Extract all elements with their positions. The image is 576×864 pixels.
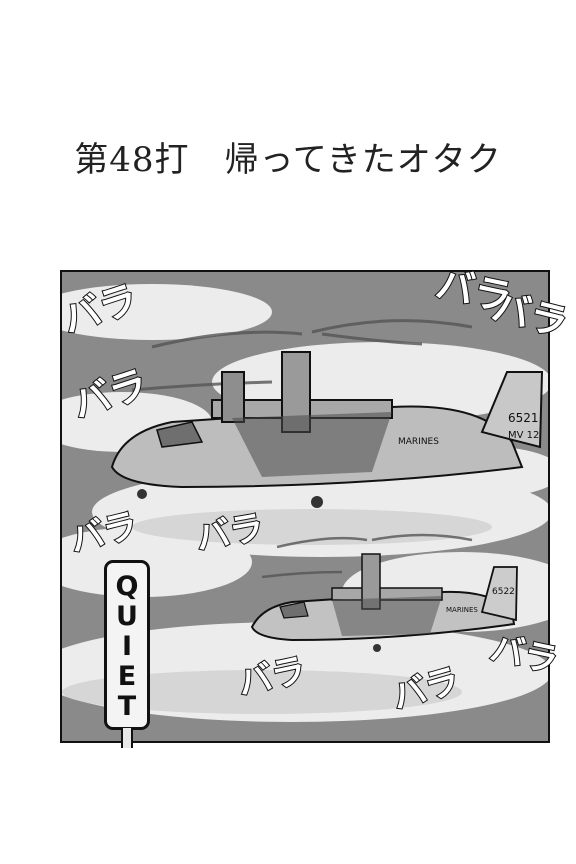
lead-aircraft: MARINES 6521 MV 12	[110, 319, 544, 508]
quiet-sign-board: Q U I E T	[104, 560, 150, 730]
second-aircraft: MARINES 6522	[250, 533, 518, 652]
lead-side-marking: MARINES	[398, 437, 439, 447]
sign-letter: U	[116, 601, 138, 632]
quiet-sign-post	[121, 728, 133, 748]
sign-letter: E	[117, 661, 137, 692]
lead-tail-code: MV 12	[508, 430, 539, 441]
cloud-shadows	[62, 509, 492, 714]
sign-letter: Q	[115, 571, 139, 602]
second-side-marking: MARINES	[446, 606, 478, 614]
lead-tail-number: 6521	[508, 411, 539, 425]
sign-letter: T	[117, 691, 137, 722]
chapter-title: 第48打 帰ってきたオタク	[74, 140, 502, 180]
second-tail-number: 6522	[492, 587, 515, 597]
quiet-sign: Q U I E T	[104, 560, 150, 748]
sign-letter: I	[121, 631, 133, 662]
